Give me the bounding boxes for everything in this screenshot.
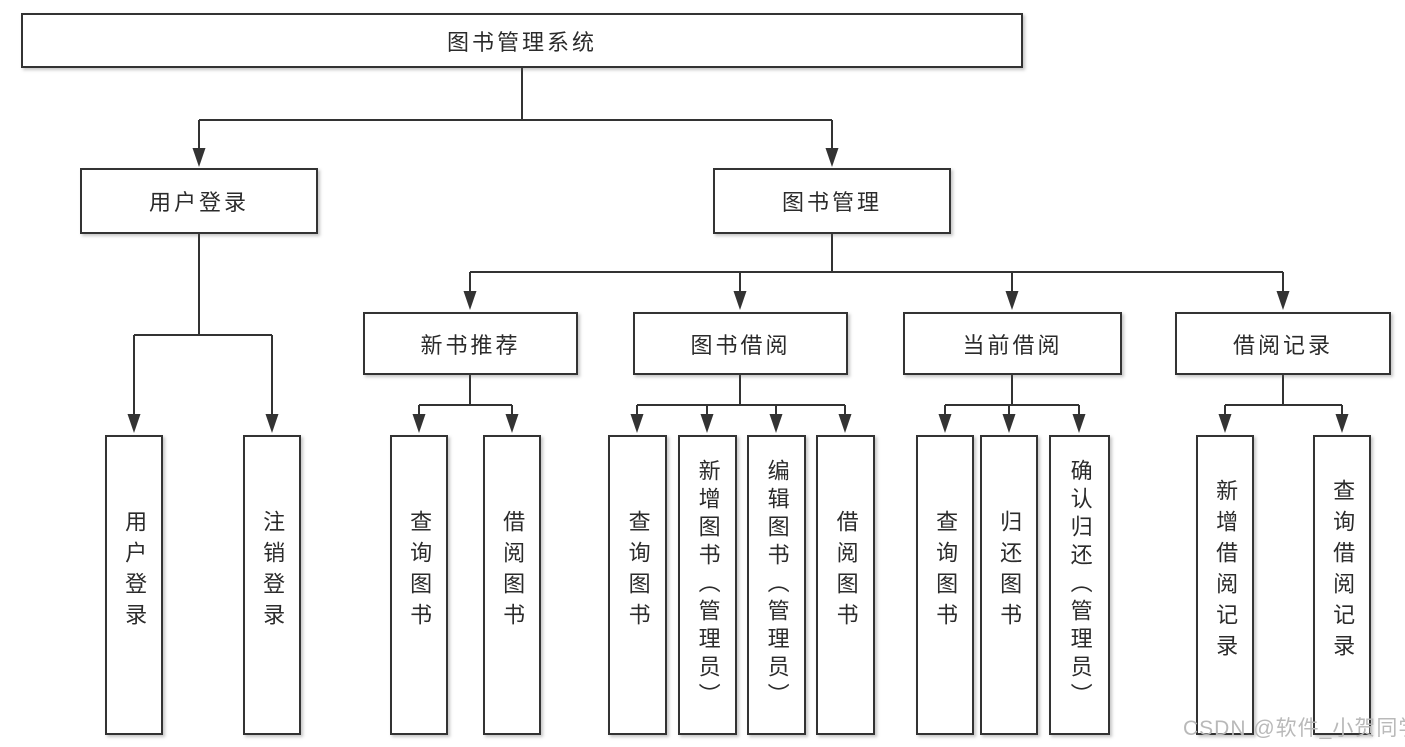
leaf-logout: 注销登录: [243, 435, 301, 735]
leaf-query-books-borrow-label: 查询图书: [625, 510, 651, 634]
leaf-user-login: 用户登录: [105, 435, 163, 735]
leaf-query-borrow-record-label: 查询借阅记录: [1330, 479, 1356, 665]
node-root-label: 图书管理系统: [446, 29, 597, 55]
node-new-book-recommend: 新书推荐: [363, 312, 578, 375]
leaf-query-books-current-label: 查询图书: [933, 510, 959, 634]
node-current-borrow-label: 当前借阅: [962, 332, 1063, 358]
leaf-edit-book-admin: 编辑图书（管理员）: [747, 435, 806, 735]
leaf-return-book: 归还图书: [980, 435, 1038, 735]
node-borrow-records-label: 借阅记录: [1232, 332, 1333, 358]
leaf-edit-book-admin-label: 编辑图书（管理员）: [764, 459, 790, 711]
node-current-borrow: 当前借阅: [903, 312, 1122, 375]
connector-root-to-level1: [192, 68, 839, 167]
leaf-add-borrow-record: 新增借阅记录: [1196, 435, 1254, 735]
connector-new-book-branch: [412, 375, 519, 433]
connector-user-login-branch: [127, 234, 279, 433]
leaf-query-books-current: 查询图书: [916, 435, 974, 735]
connector-book-borrow-branch: [630, 375, 852, 433]
node-user-login-label: 用户登录: [148, 190, 249, 215]
leaf-add-book-admin: 新增图书（管理员）: [678, 435, 737, 735]
leaf-borrow-books: 借阅图书: [816, 435, 875, 735]
node-book-management-label: 图书管理: [781, 190, 882, 215]
leaf-query-borrow-record: 查询借阅记录: [1313, 435, 1371, 735]
leaf-query-books-recommend: 查询图书: [390, 435, 448, 735]
node-root-library-system: 图书管理系统: [21, 13, 1023, 68]
leaf-logout-label: 注销登录: [260, 510, 286, 634]
leaf-return-book-label: 归还图书: [997, 510, 1023, 634]
node-book-borrow-label: 图书借阅: [690, 332, 791, 358]
leaf-borrow-books-recommend: 借阅图书: [483, 435, 541, 735]
leaf-add-borrow-record-label: 新增借阅记录: [1213, 479, 1239, 665]
leaf-query-books-recommend-label: 查询图书: [407, 510, 433, 634]
node-new-book-recommend-label: 新书推荐: [420, 332, 521, 358]
leaf-borrow-books-recommend-label: 借阅图书: [500, 510, 526, 634]
node-book-borrow: 图书借阅: [633, 312, 848, 375]
leaf-confirm-return-admin: 确认归还（管理员）: [1049, 435, 1110, 735]
watermark-text: CSDN @软件_小贺同学: [1183, 717, 1405, 740]
node-book-management: 图书管理: [713, 168, 951, 234]
connector-current-borrow-branch: [938, 375, 1086, 433]
leaf-query-books-borrow: 查询图书: [608, 435, 667, 735]
leaf-user-login-label: 用户登录: [122, 510, 148, 634]
leaf-confirm-return-admin-label: 确认归还（管理员）: [1067, 459, 1093, 711]
node-borrow-records: 借阅记录: [1175, 312, 1391, 375]
leaf-borrow-books-label: 借阅图书: [833, 510, 859, 634]
connector-borrow-records-branch: [1218, 375, 1349, 433]
node-user-login: 用户登录: [80, 168, 318, 234]
leaf-add-book-admin-label: 新增图书（管理员）: [695, 459, 721, 711]
connector-book-management-branch: [463, 234, 1290, 310]
